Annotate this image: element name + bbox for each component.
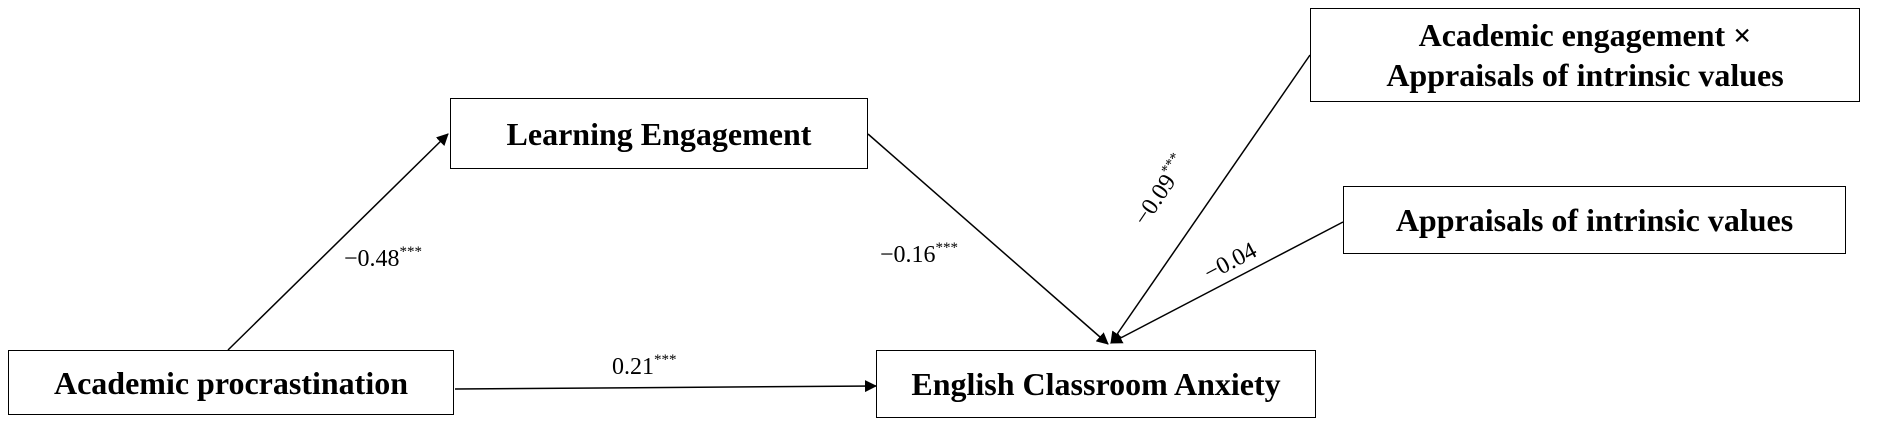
node-label: English Classroom Anxiety bbox=[911, 366, 1281, 402]
significance-stars: *** bbox=[654, 352, 677, 368]
arrow-interaction-to-anxiety bbox=[1110, 54, 1311, 344]
arrow-appraisals-to-anxiety bbox=[1110, 221, 1344, 344]
node-academic-procrastination: Academic procrastination bbox=[8, 350, 454, 415]
coefficient-c-path: 0.21*** bbox=[612, 352, 677, 381]
coefficient-a-path: −0.48*** bbox=[344, 244, 422, 273]
node-label-line-2: Appraisals of intrinsic values bbox=[1386, 57, 1784, 93]
coefficient-b-path: −0.16*** bbox=[880, 240, 958, 269]
coefficient-value: −0.48 bbox=[344, 246, 400, 272]
node-label-line-1: Academic engagement × bbox=[1418, 17, 1752, 53]
node-label: Appraisals of intrinsic values bbox=[1395, 202, 1794, 238]
arrow-engagement-to-anxiety bbox=[867, 133, 1109, 345]
node-learning-engagement: Learning Engagement bbox=[450, 98, 868, 169]
coefficient-value: 0.21 bbox=[612, 354, 654, 380]
node-interaction-term: Academic engagement × Appraisals of intr… bbox=[1310, 8, 1860, 102]
coefficient-value: −0.16 bbox=[880, 242, 936, 268]
arrow-procrastination-to-anxiety bbox=[454, 380, 877, 393]
significance-stars: *** bbox=[935, 240, 959, 256]
node-english-classroom-anxiety: English Classroom Anxiety bbox=[876, 350, 1316, 418]
node-label: Academic procrastination bbox=[53, 364, 409, 401]
significance-stars: *** bbox=[399, 244, 423, 260]
node-label: Learning Engagement bbox=[506, 115, 812, 152]
arrow-procrastination-to-engagement bbox=[227, 133, 449, 351]
node-appraisals-intrinsic-values: Appraisals of intrinsic values bbox=[1343, 186, 1846, 254]
